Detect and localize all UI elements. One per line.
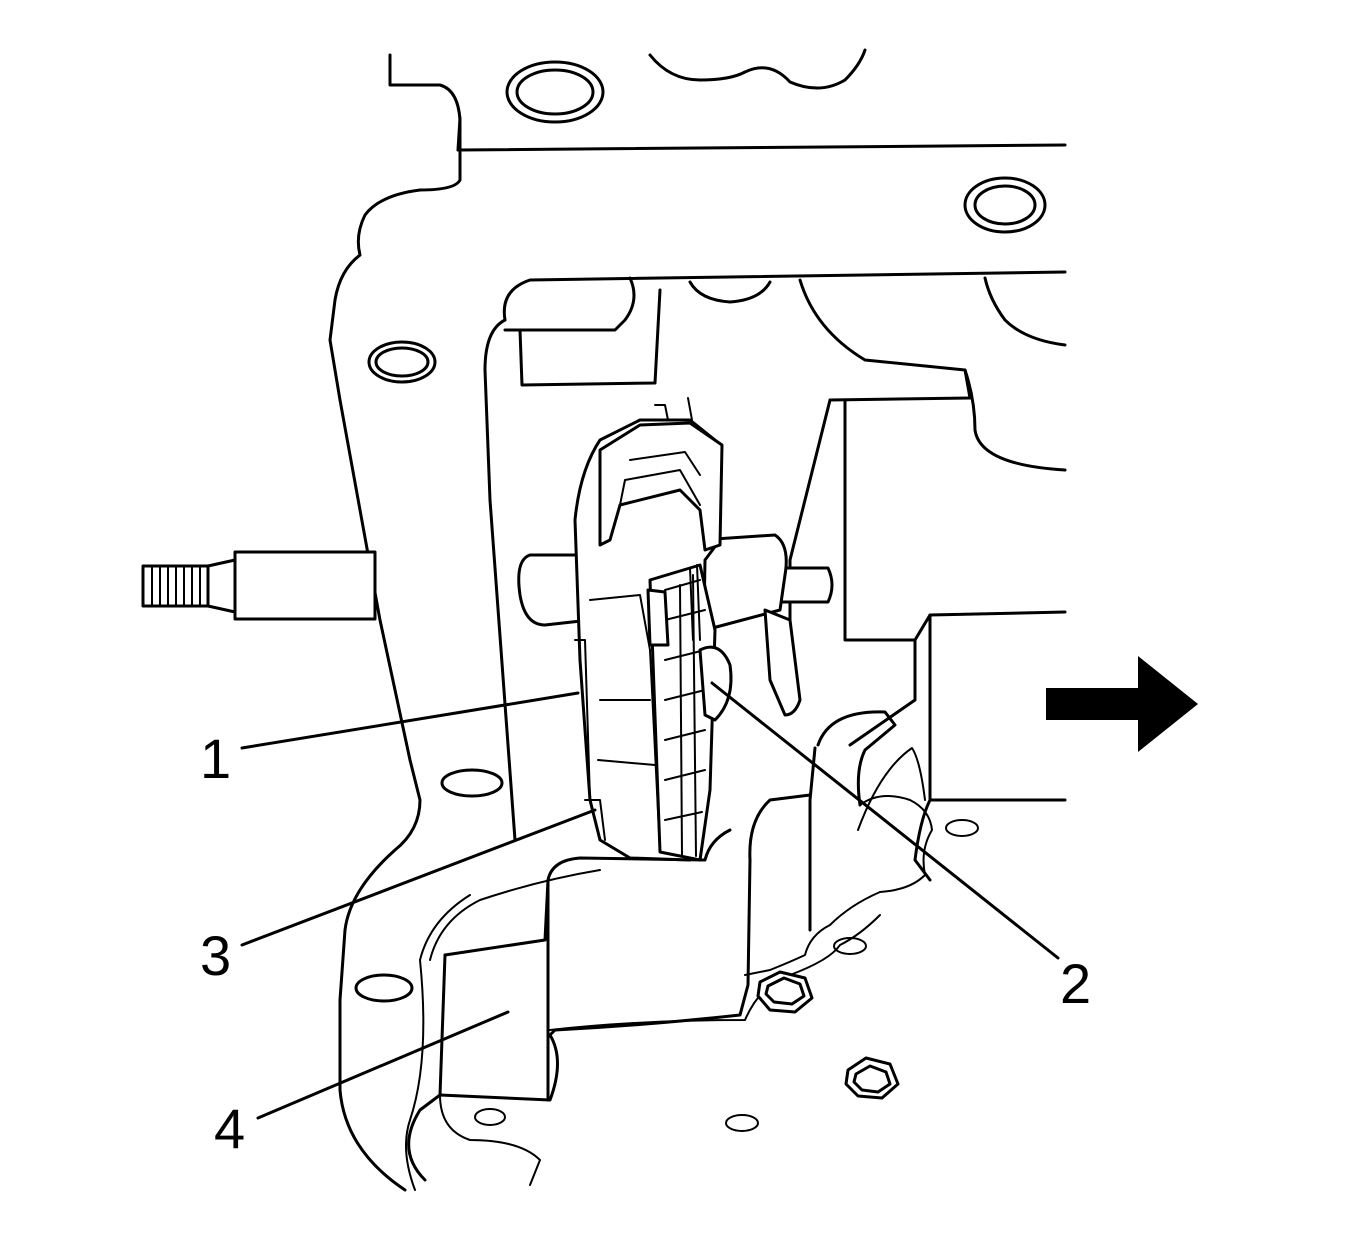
leader-line-3: [240, 808, 597, 947]
arrow-right-icon: [1046, 656, 1198, 752]
callout-2: 2: [1060, 952, 1091, 1015]
hex-bolts: [756, 970, 900, 1100]
mounting-holes: [354, 60, 1047, 1132]
callout-3: 3: [200, 924, 231, 987]
callout-1: 1: [200, 727, 231, 790]
oil-pan: [405, 793, 881, 1191]
leader-line-2: [710, 681, 1060, 960]
stud-bolt: [141, 550, 377, 621]
leader-line-4: [256, 1010, 510, 1120]
leader-lines: [240, 681, 1060, 1120]
selector-assembly: [517, 397, 834, 862]
callout-labels: 1 2 3 4: [200, 727, 1091, 1160]
callout-4: 4: [214, 1097, 245, 1160]
hex-bolt: [844, 1056, 900, 1100]
leader-line-1: [240, 691, 580, 750]
hex-bolt: [756, 970, 814, 1014]
